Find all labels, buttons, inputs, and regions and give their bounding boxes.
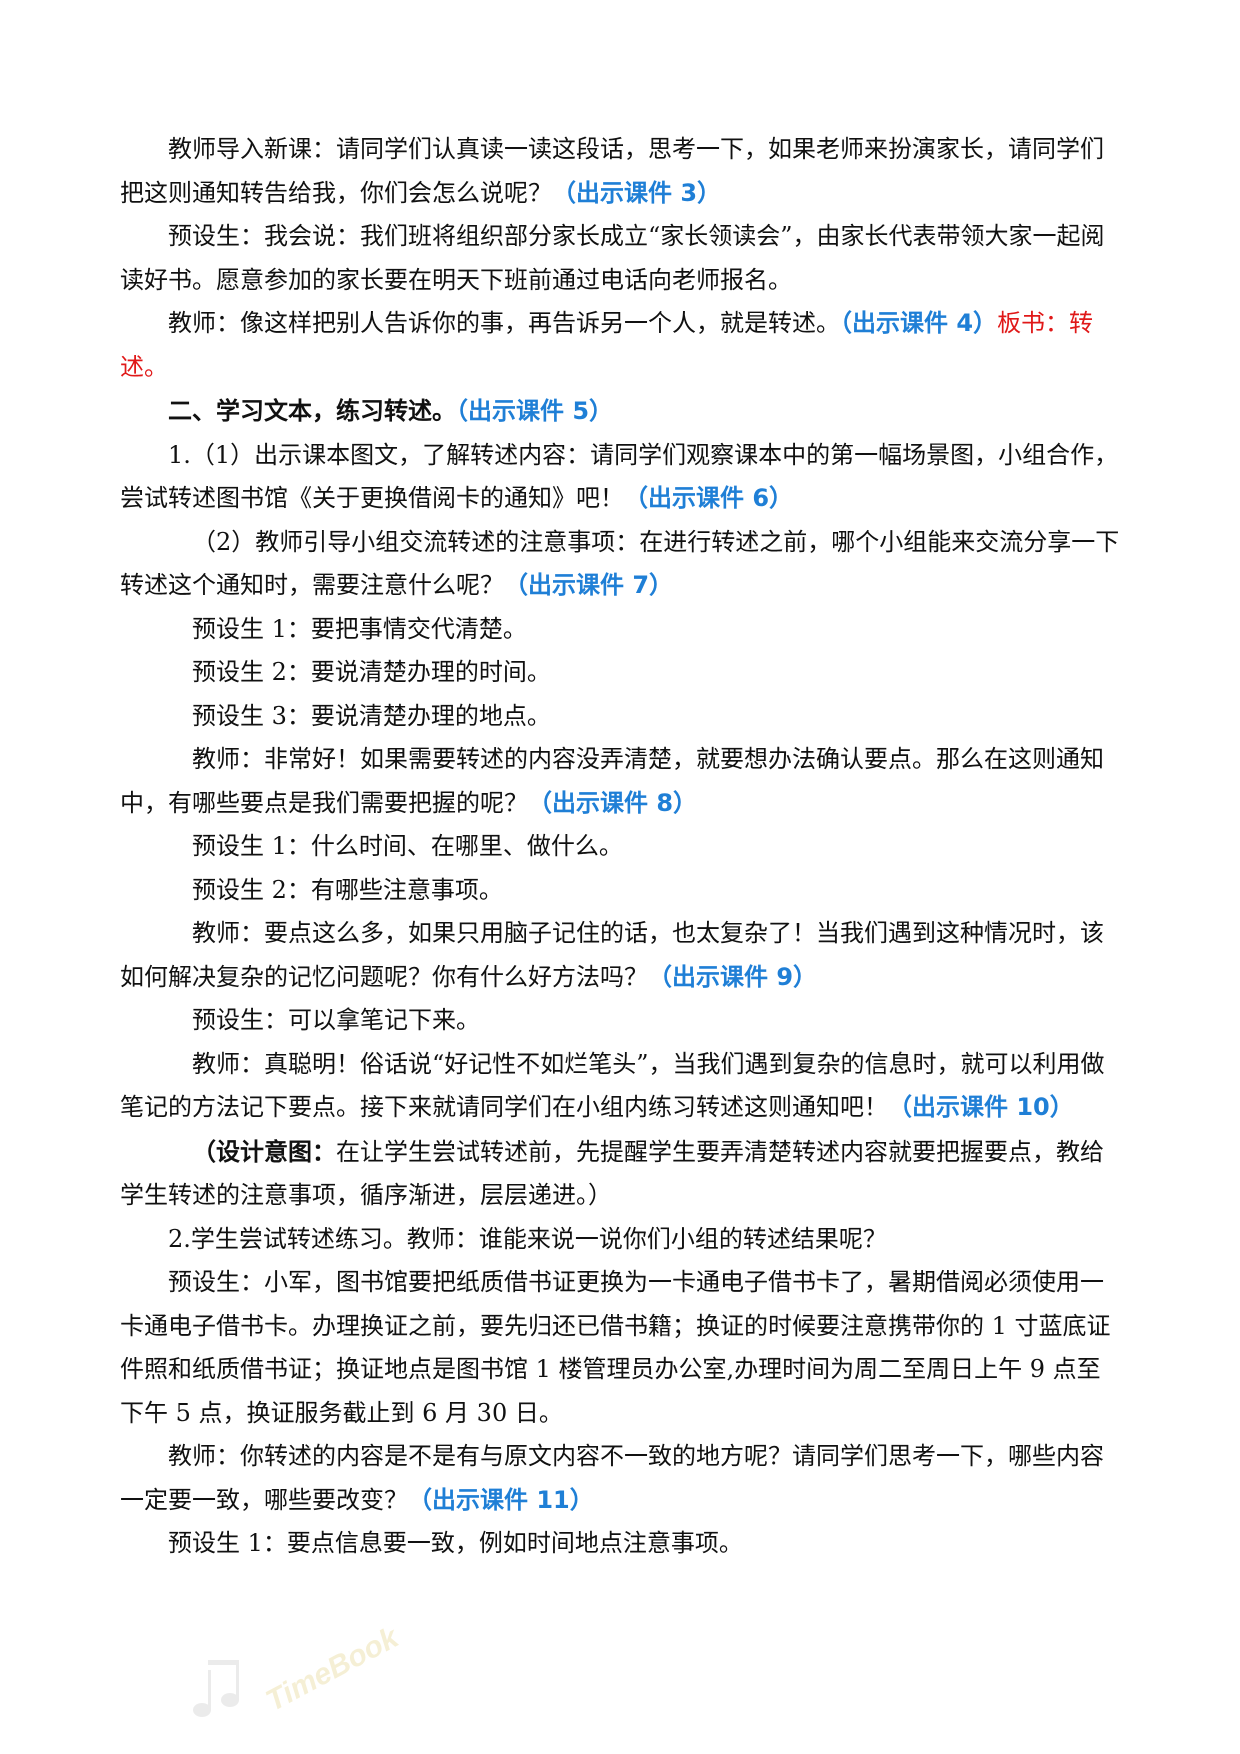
paragraph-text: 教师：你转述的内容是不是有与原文内容不一致的地方呢？请同学们思考一下，哪些内容一… <box>120 1442 1104 1514</box>
paragraph: 预设生 2：有哪些注意事项。 <box>120 869 1120 913</box>
paragraph: 预设生 2：要说清楚办理的时间。 <box>120 651 1120 695</box>
courseware-cue: （出示课件 11） <box>408 1485 594 1514</box>
paragraph-text: 教师导入新课：请同学们认真读一读这段话，思考一下，如果老师来扮演家长，请同学们把… <box>120 135 1104 207</box>
paragraph: 教师：非常好！如果需要转述的内容没弄清楚，就要想办法确认要点。那么在这则通知中，… <box>120 738 1120 825</box>
courseware-cue: （出示课件 5） <box>456 397 614 425</box>
courseware-cue: （出示课件 4） <box>840 309 998 337</box>
blackboard-note: 板书：转述。 <box>120 309 1094 381</box>
music-notes-icon <box>193 1660 239 1717</box>
section-heading: 二、学习文本，练习转述。（出示课件 5） <box>120 389 1120 434</box>
paragraph-text: 预设生：可以拿笔记下来。 <box>192 1006 480 1034</box>
paragraph: 2.学生尝试转述练习。教师：谁能来说一说你们小组的转述结果呢？ <box>120 1218 1120 1262</box>
design-intent-label: （设计意图： <box>192 1136 336 1166</box>
paragraph-text: 预设生 2：有哪些注意事项。 <box>192 875 503 904</box>
paragraph-text: 预设生 2：要说清楚办理的时间。 <box>192 658 551 686</box>
paragraph: 预设生 1：什么时间、在哪里、做什么。 <box>120 825 1120 869</box>
paragraph-text: 教师：要点这么多，如果只用脑子记住的话，也太复杂了！当我们遇到这种情况时，该如何… <box>120 919 1104 991</box>
paragraph-text: 预设生 1：要点信息要一致，例如时间地点注意事项。 <box>168 1529 743 1557</box>
courseware-cue: （出示课件 6） <box>624 484 794 512</box>
paragraph: 教师：要点这么多，如果只用脑子记住的话，也太复杂了！当我们遇到这种情况时，该如何… <box>120 912 1120 999</box>
paragraph: 预设生：小军，图书馆要把纸质借书证更换为一卡通电子借书卡了，暑期借阅必须使用一卡… <box>120 1261 1120 1435</box>
paragraph-text: 预设生 1：什么时间、在哪里、做什么。 <box>192 832 623 860</box>
paragraph-text: 预设生 1：要把事情交代清楚。 <box>192 614 527 643</box>
paragraph: 教师导入新课：请同学们认真读一读这段话，思考一下，如果老师来扮演家长，请同学们把… <box>120 128 1120 215</box>
paragraph: 教师：像这样把别人告诉你的事，再告诉另一个人，就是转述。（出示课件 4）板书：转… <box>120 302 1120 389</box>
paragraph-text: 预设生：小军，图书馆要把纸质借书证更换为一卡通电子借书卡了，暑期借阅必须使用一卡… <box>120 1268 1111 1427</box>
paragraph: 预设生 1：要把事情交代清楚。 <box>120 608 1120 652</box>
paragraph-text: 2.学生尝试转述练习。教师：谁能来说一说你们小组的转述结果呢？ <box>168 1224 887 1253</box>
paragraph-text: 教师：非常好！如果需要转述的内容没弄清楚，就要想办法确认要点。那么在这则通知中，… <box>120 745 1104 817</box>
paragraph: （2）教师引导小组交流转述的注意事项：在进行转述之前，哪个小组能来交流分享一下转… <box>120 521 1120 608</box>
watermark: TimeBook <box>193 1620 405 1718</box>
paragraph: 预设生：我会说：我们班将组织部分家长成立“家长领读会”，由家长代表带领大家一起阅… <box>120 215 1120 302</box>
design-intent-text: 在让学生尝试转述前，先提醒学生要弄清楚转述内容就要把握要点，教给学生转述的注意事… <box>120 1137 1104 1210</box>
paragraph-text: （2）教师引导小组交流转述的注意事项：在进行转述之前，哪个小组能来交流分享一下转… <box>120 527 1120 600</box>
courseware-cue: （出示课件 7） <box>504 571 674 599</box>
paragraph: 预设生 3：要说清楚办理的地点。 <box>120 695 1120 739</box>
paragraph: 预设生 1：要点信息要一致，例如时间地点注意事项。 <box>120 1522 1120 1566</box>
paragraph: 1.（1）出示课本图文，了解转述内容：请同学们观察课本中的第一幅场景图，小组合作… <box>120 434 1120 521</box>
paragraph: 预设生：可以拿笔记下来。 <box>120 999 1120 1043</box>
courseware-cue: （出示课件 10） <box>888 1093 1074 1121</box>
paragraph-text: 教师：真聪明！俗话说“好记性不如烂笔头”，当我们遇到复杂的信息时，就可以利用做笔… <box>120 1049 1105 1122</box>
paragraph-text: 教师：像这样把别人告诉你的事，再告诉另一个人，就是转述。 <box>168 309 840 337</box>
paragraph-text: 预设生：我会说：我们班将组织部分家长成立“家长领读会”，由家长代表带领大家一起阅… <box>120 222 1105 294</box>
document-body: 教师导入新课：请同学们认真读一读这段话，思考一下，如果老师来扮演家长，请同学们把… <box>120 128 1120 1566</box>
paragraph: 教师：你转述的内容是不是有与原文内容不一致的地方呢？请同学们思考一下，哪些内容一… <box>120 1435 1120 1522</box>
design-intent: （设计意图：在让学生尝试转述前，先提醒学生要弄清楚转述内容就要把握要点，教给学生… <box>120 1130 1120 1218</box>
paragraph-text: 1.（1）出示课本图文，了解转述内容：请同学们观察课本中的第一幅场景图，小组合作… <box>120 440 1119 513</box>
watermark-text: TimeBook <box>261 1620 405 1718</box>
courseware-cue: （出示课件 3） <box>552 178 722 207</box>
paragraph-text: 预设生 3：要说清楚办理的地点。 <box>192 701 551 730</box>
section-heading-text: 二、学习文本，练习转述。 <box>168 396 456 425</box>
paragraph: 教师：真聪明！俗话说“好记性不如烂笔头”，当我们遇到复杂的信息时，就可以利用做笔… <box>120 1043 1120 1130</box>
courseware-cue: （出示课件 8） <box>528 788 698 817</box>
courseware-cue: （出示课件 9） <box>648 962 818 991</box>
